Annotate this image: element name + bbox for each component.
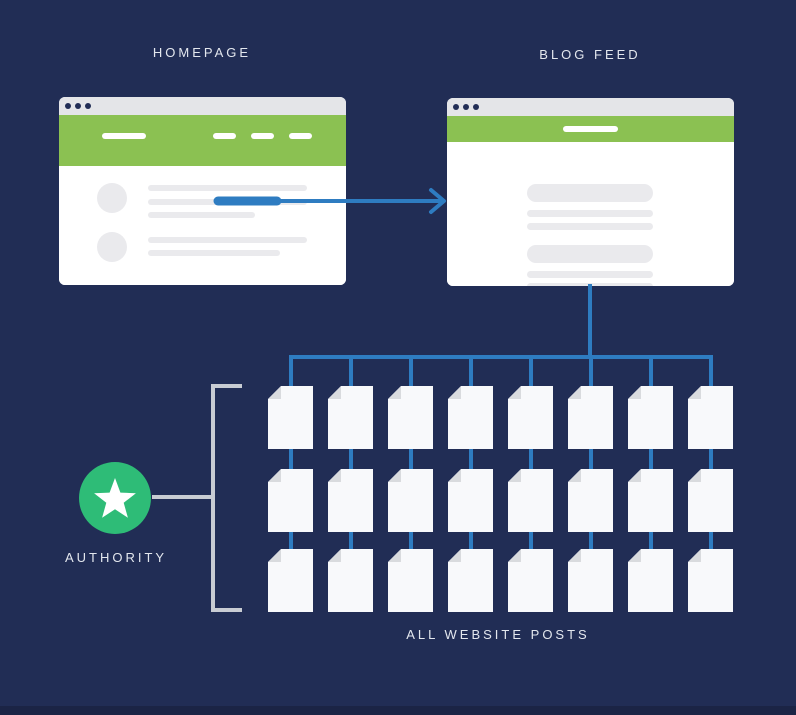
- posts-trunk-line: [289, 355, 713, 392]
- blog-feed-label: BLOG FEED: [539, 47, 641, 62]
- all-website-posts-label: ALL WEBSITE POSTS: [406, 627, 590, 642]
- authority-label: AUTHORITY: [64, 550, 168, 565]
- window-dot-icon: [75, 103, 81, 109]
- avatar-placeholder: [97, 183, 127, 213]
- homepage-label: HOMEPAGE: [152, 45, 252, 60]
- window-dot-icon: [473, 104, 479, 110]
- star-icon: [94, 478, 136, 518]
- homepage-window: [59, 97, 346, 285]
- logo-placeholder: [102, 133, 146, 139]
- footer-strip: [0, 706, 796, 715]
- window-dot-icon: [65, 103, 71, 109]
- window-dot-icon: [463, 104, 469, 110]
- window-titlebar: [59, 97, 346, 115]
- blog-feed-window: [447, 98, 734, 286]
- authority-bracket: [211, 384, 242, 612]
- nav-menu-placeholder: [563, 126, 618, 132]
- nav-menu-placeholder: [213, 133, 236, 139]
- text-line-placeholder: [527, 271, 653, 278]
- homepage-navbar: [59, 115, 346, 166]
- text-line-placeholder: [148, 237, 307, 243]
- text-line-placeholder: [527, 223, 653, 230]
- text-line-placeholder: [527, 210, 653, 217]
- nav-menu-placeholder: [289, 133, 312, 139]
- text-line-placeholder: [148, 250, 280, 256]
- blog-feed-body: [447, 142, 734, 286]
- window-dot-icon: [453, 104, 459, 110]
- text-line-placeholder: [148, 212, 255, 218]
- post-title-placeholder: [527, 245, 653, 263]
- window-titlebar: [447, 98, 734, 116]
- blog-feed-navbar: [447, 116, 734, 142]
- nav-menu-placeholder: [251, 133, 274, 139]
- avatar-placeholder: [97, 232, 127, 262]
- post-title-placeholder: [527, 184, 653, 202]
- authority-badge: [79, 462, 151, 534]
- text-line-placeholder: [148, 185, 307, 191]
- arrowhead-icon: [429, 188, 446, 214]
- window-dot-icon: [85, 103, 91, 109]
